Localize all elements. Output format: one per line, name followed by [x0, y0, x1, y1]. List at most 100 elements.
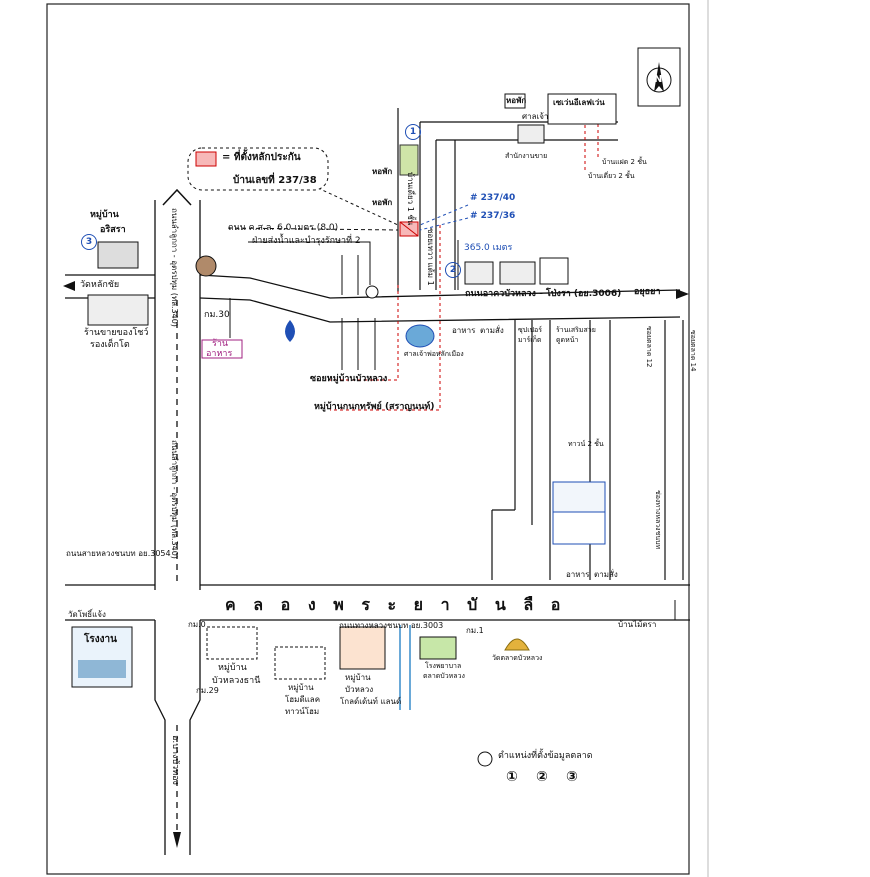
site-lane-label: ซอยเทวา แต้ม 1 — [426, 228, 435, 286]
red-pointers — [330, 118, 599, 411]
lane-pointer — [227, 227, 399, 231]
supermarket-label-2: มาร์เก็ต — [518, 336, 542, 344]
seven-label: เซเว่นอีเลฟเว่น — [553, 98, 605, 107]
office-label: สำนักงานขาย — [505, 152, 548, 160]
bottom-right-label: ช่องทางหลวงชนบท — [654, 490, 662, 550]
village-home-3: ทาวน์โฮม — [285, 707, 320, 716]
market-legend-text: ตำแหน่งที่ตั้งข้อมูลตลาด — [498, 751, 593, 761]
house-2f-label: บ้านเดี่ยว 2 ชั้น — [588, 172, 635, 180]
arrow-up — [162, 188, 192, 206]
road-3006 — [199, 274, 681, 323]
food-3: อาหาร — [566, 570, 590, 579]
restaurant-box — [201, 339, 243, 359]
hospital-icon — [419, 636, 457, 660]
km29-label: กม.29 — [196, 686, 219, 695]
highway-3054-label: ถนนสายหลวงชนบท อย.3054 — [66, 549, 171, 558]
bank-logo-1 — [552, 481, 606, 518]
marker-1: 1 — [405, 124, 421, 140]
distance-label: 365.0 เมตร — [464, 243, 513, 253]
arrow-left — [63, 281, 75, 291]
arrow-down — [173, 832, 181, 848]
shop-photo — [87, 294, 149, 326]
food-4: ตามสั่ง — [594, 570, 618, 579]
restaurant-label-2: อาหาร — [206, 349, 233, 359]
village-house-icon — [339, 626, 386, 670]
market-legend-1: ① — [506, 769, 518, 785]
shop-left-label-1: ร้านขายของโชว์ — [84, 328, 149, 338]
food-1: อาหาร — [452, 326, 476, 335]
village-bl-2: บัวหลวง — [345, 685, 374, 694]
market-legend-2: ② — [536, 769, 548, 785]
logo-box — [539, 257, 569, 285]
highway-340-label: ถนนลำลูกกา - อุตรปทุม (ทล.340) — [170, 440, 179, 559]
temple-top-label: ศาลเจ้า — [522, 112, 549, 121]
factory-label: โรงงาน — [84, 634, 117, 645]
marker-3: 3 — [81, 234, 97, 250]
to-pathum-label: อ.บางบัวทอง — [170, 735, 180, 785]
ayutthaya-label: อยุธยา — [634, 287, 661, 297]
village-bl-3: โกลด์เด้นท์ แลนด์ — [340, 697, 402, 706]
water-dept-label: ฝ่ายส่งน้ำและบำรุงรักษาที่ 2 — [252, 236, 361, 246]
bank-logo-2 — [552, 511, 606, 545]
km1-label: กม.1 — [466, 626, 484, 635]
marker-2: 2 — [445, 262, 461, 278]
legend-house-no: บ้านเลขที่ 237/38 — [233, 175, 317, 186]
gas-station-icon — [285, 320, 295, 342]
temple-icon — [504, 638, 530, 651]
lot-2f-label: ทาวน์ 2 ชั้น — [568, 440, 604, 448]
rental-label-2: หอพัก — [372, 167, 393, 176]
green-plot — [399, 144, 419, 176]
house-1f-label: บ้านเดี่ยว 1 ชั้น — [406, 172, 415, 226]
hospital-label-2: ตลาดบัวหลวง — [423, 672, 465, 680]
highway-3003-label: ถนนทางหลวงชนบท อย.3003 — [339, 621, 444, 630]
pond-icon — [405, 324, 435, 348]
rental-label-3: หอพัก — [372, 198, 393, 207]
village-bl-1: หมู่บ้าน — [345, 673, 371, 682]
seven-building — [547, 93, 617, 125]
soi-bualuang-label: ซอยหมู่บ้านบัวหลวง — [310, 374, 388, 384]
canal-label: ค ล อ ง พ ร ะ ย า บั น ลื อ — [225, 595, 567, 614]
office-icon — [517, 124, 545, 144]
km30-label: กม.30 — [204, 310, 230, 320]
village-thani-2: บัวหลวงธานี — [212, 676, 261, 686]
north-arrow-icon — [654, 62, 664, 92]
supermarket-label: ซุปเปอร์ — [518, 326, 542, 334]
addr-237-40: # 237/40 — [470, 193, 516, 203]
temple-label: วัดตลาดบัวหลวง — [492, 654, 543, 662]
townhouse-label: บ้านแฝด 2 ชั้น — [602, 158, 647, 166]
lane-6m-label: ถนน ค.ส.ล. 6.0 เมตร (8.0) — [228, 223, 339, 233]
restaurant-label: ร้าน — [212, 339, 229, 349]
side-lanes — [229, 255, 376, 370]
compass-n: N — [654, 74, 663, 85]
road-3003 — [65, 584, 690, 621]
map-frame — [46, 3, 690, 875]
arrow-right — [676, 289, 689, 299]
shop-right-label: ร้านเสริมสวย — [556, 326, 596, 334]
highway-top-label: ถนนลำลูกกา - อุตรปทุม (ทล.340) — [170, 208, 179, 327]
legend-pointer — [317, 187, 399, 226]
shop-right-label-2: ดูดหน้า — [556, 336, 579, 344]
km0-label: กม.0 — [188, 620, 206, 629]
rental-label: หอพัก — [506, 96, 527, 105]
hospital-label: โรงพยาบาล — [425, 662, 462, 670]
legend-circle-icon — [477, 751, 493, 767]
shop-left-label-2: รองเด็กโต — [90, 340, 130, 350]
irisa-name: อริสรา — [100, 225, 126, 235]
food-2: ตามสั่ง — [480, 326, 504, 335]
townhouse-icon — [499, 261, 536, 285]
soi-right-2: ซอยตลาด 14 — [689, 330, 697, 372]
market-legend-3: ③ — [566, 769, 578, 785]
village-home-1: หมู่บ้าน — [288, 683, 314, 692]
irisa-title: หมู่บ้าน — [90, 210, 119, 220]
wat-left-label: วัดหลักชัย — [80, 280, 120, 290]
village-kanok-label: หมู่บ้านกนกทรัพย์ (สราญนนท์) — [314, 402, 435, 412]
soi-right-1: ซอยตลาด 12 — [645, 326, 653, 368]
to-right-bottom-label: บ้านไม้ตรา — [618, 620, 657, 629]
village-thani-1: หมู่บ้าน — [218, 663, 247, 673]
legend-bubble — [187, 147, 329, 191]
roundabout-icon — [195, 255, 217, 277]
addr-237-36: # 237/36 — [470, 211, 516, 221]
pointer-dot — [365, 285, 379, 299]
road-3006-label: ถนนอาควบัวหลวง - โป่งรา (อย.3006) — [465, 289, 622, 299]
